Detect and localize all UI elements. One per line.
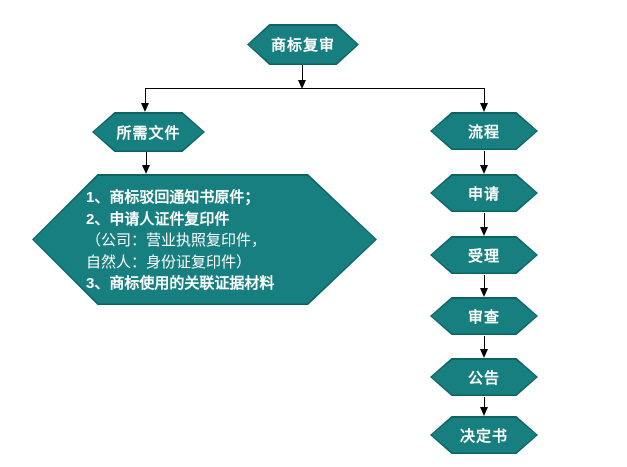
detail-line-4: 自然人：身份证复印件） xyxy=(86,253,252,271)
connector-announce-decision xyxy=(484,397,485,407)
arrowhead-accept-examine xyxy=(480,288,488,297)
node-required-documents-detail: 1、商标驳回通知书原件； 2、申请人证件复印件 （公司：营业执照复印件， 自然人… xyxy=(32,174,377,305)
node-label: 流程 xyxy=(467,123,500,141)
node-label: 公告 xyxy=(467,369,500,387)
required-documents-text: 1、商标驳回通知书原件； 2、申请人证件复印件 （公司：营业执照复印件， 自然人… xyxy=(86,187,348,295)
node-step-apply: 申请 xyxy=(430,174,538,212)
hexagon-fill xyxy=(431,417,537,453)
hexagon-fill xyxy=(431,298,537,334)
hexagon-fill xyxy=(431,113,537,149)
connector-accept-examine xyxy=(484,275,485,288)
node-step-examine: 审查 xyxy=(430,297,538,335)
node-label: 审查 xyxy=(467,308,500,326)
arrowhead-examine-announce xyxy=(480,349,488,358)
node-step-accept: 受理 xyxy=(430,236,538,274)
arrowhead-process-apply xyxy=(480,165,488,174)
hexagon-fill xyxy=(431,237,537,273)
node-label: 决定书 xyxy=(459,427,508,445)
node-step-decision: 决定书 xyxy=(430,416,538,454)
detail-line-3: （公司：营业执照复印件， xyxy=(86,232,267,249)
connector-right-drop xyxy=(484,89,485,105)
detail-line-5: 3、商标使用的关联证据材料 xyxy=(86,275,275,292)
node-required-documents: 所需文件 xyxy=(92,112,205,152)
connector-examine-announce xyxy=(484,336,485,349)
detail-line-2: 2、申请人证件复印件 xyxy=(86,210,230,228)
arrowhead-documents-detail xyxy=(142,165,150,174)
connector-documents-detail xyxy=(146,152,147,166)
hexagon-fill xyxy=(431,359,537,395)
detail-line-1: 1、商标驳回通知书原件； xyxy=(86,189,260,206)
node-trademark-review: 商标复审 xyxy=(247,24,359,65)
node-step-announce: 公告 xyxy=(430,358,538,396)
node-label: 申请 xyxy=(467,185,500,203)
arrowhead-root-down xyxy=(298,80,306,89)
node-process: 流程 xyxy=(430,112,538,150)
hexagon-fill xyxy=(93,113,204,151)
arrowhead-left-drop xyxy=(141,103,149,112)
hexagon-fill xyxy=(248,25,358,64)
arrowhead-announce-decision xyxy=(480,407,488,416)
node-label: 所需文件 xyxy=(116,124,181,142)
arrowhead-apply-accept xyxy=(480,227,488,236)
connector-root-down xyxy=(302,65,303,82)
hexagon-fill xyxy=(33,175,376,304)
hexagon-fill xyxy=(431,175,537,211)
arrowhead-right-drop xyxy=(480,103,488,112)
node-label: 受理 xyxy=(467,247,500,265)
connector-left-drop xyxy=(145,89,146,105)
connector-process-apply xyxy=(484,151,485,166)
connector-branch-horizontal xyxy=(145,88,485,89)
connector-apply-accept xyxy=(484,213,485,227)
node-label: 商标复审 xyxy=(270,37,335,54)
